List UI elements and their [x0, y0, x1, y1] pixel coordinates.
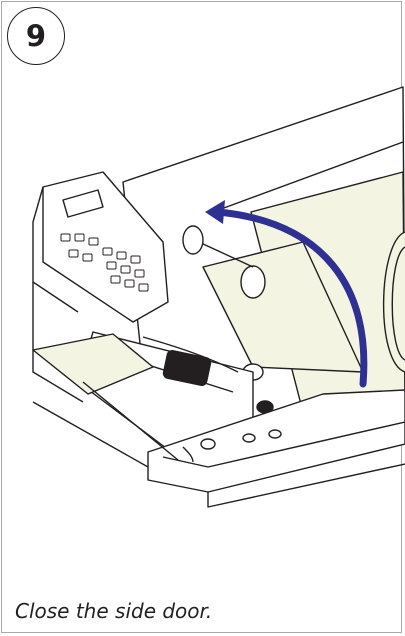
- instruction-caption: Close the side door.: [15, 599, 213, 623]
- control-panel-display: [62, 189, 104, 218]
- close-direction-arrow: [214, 208, 368, 388]
- step-number-badge: 9: [7, 7, 65, 65]
- step-number: 9: [25, 18, 47, 53]
- printer-illustration: [32, 86, 405, 508]
- media-exit: [32, 333, 154, 395]
- arrow-head: [205, 200, 225, 224]
